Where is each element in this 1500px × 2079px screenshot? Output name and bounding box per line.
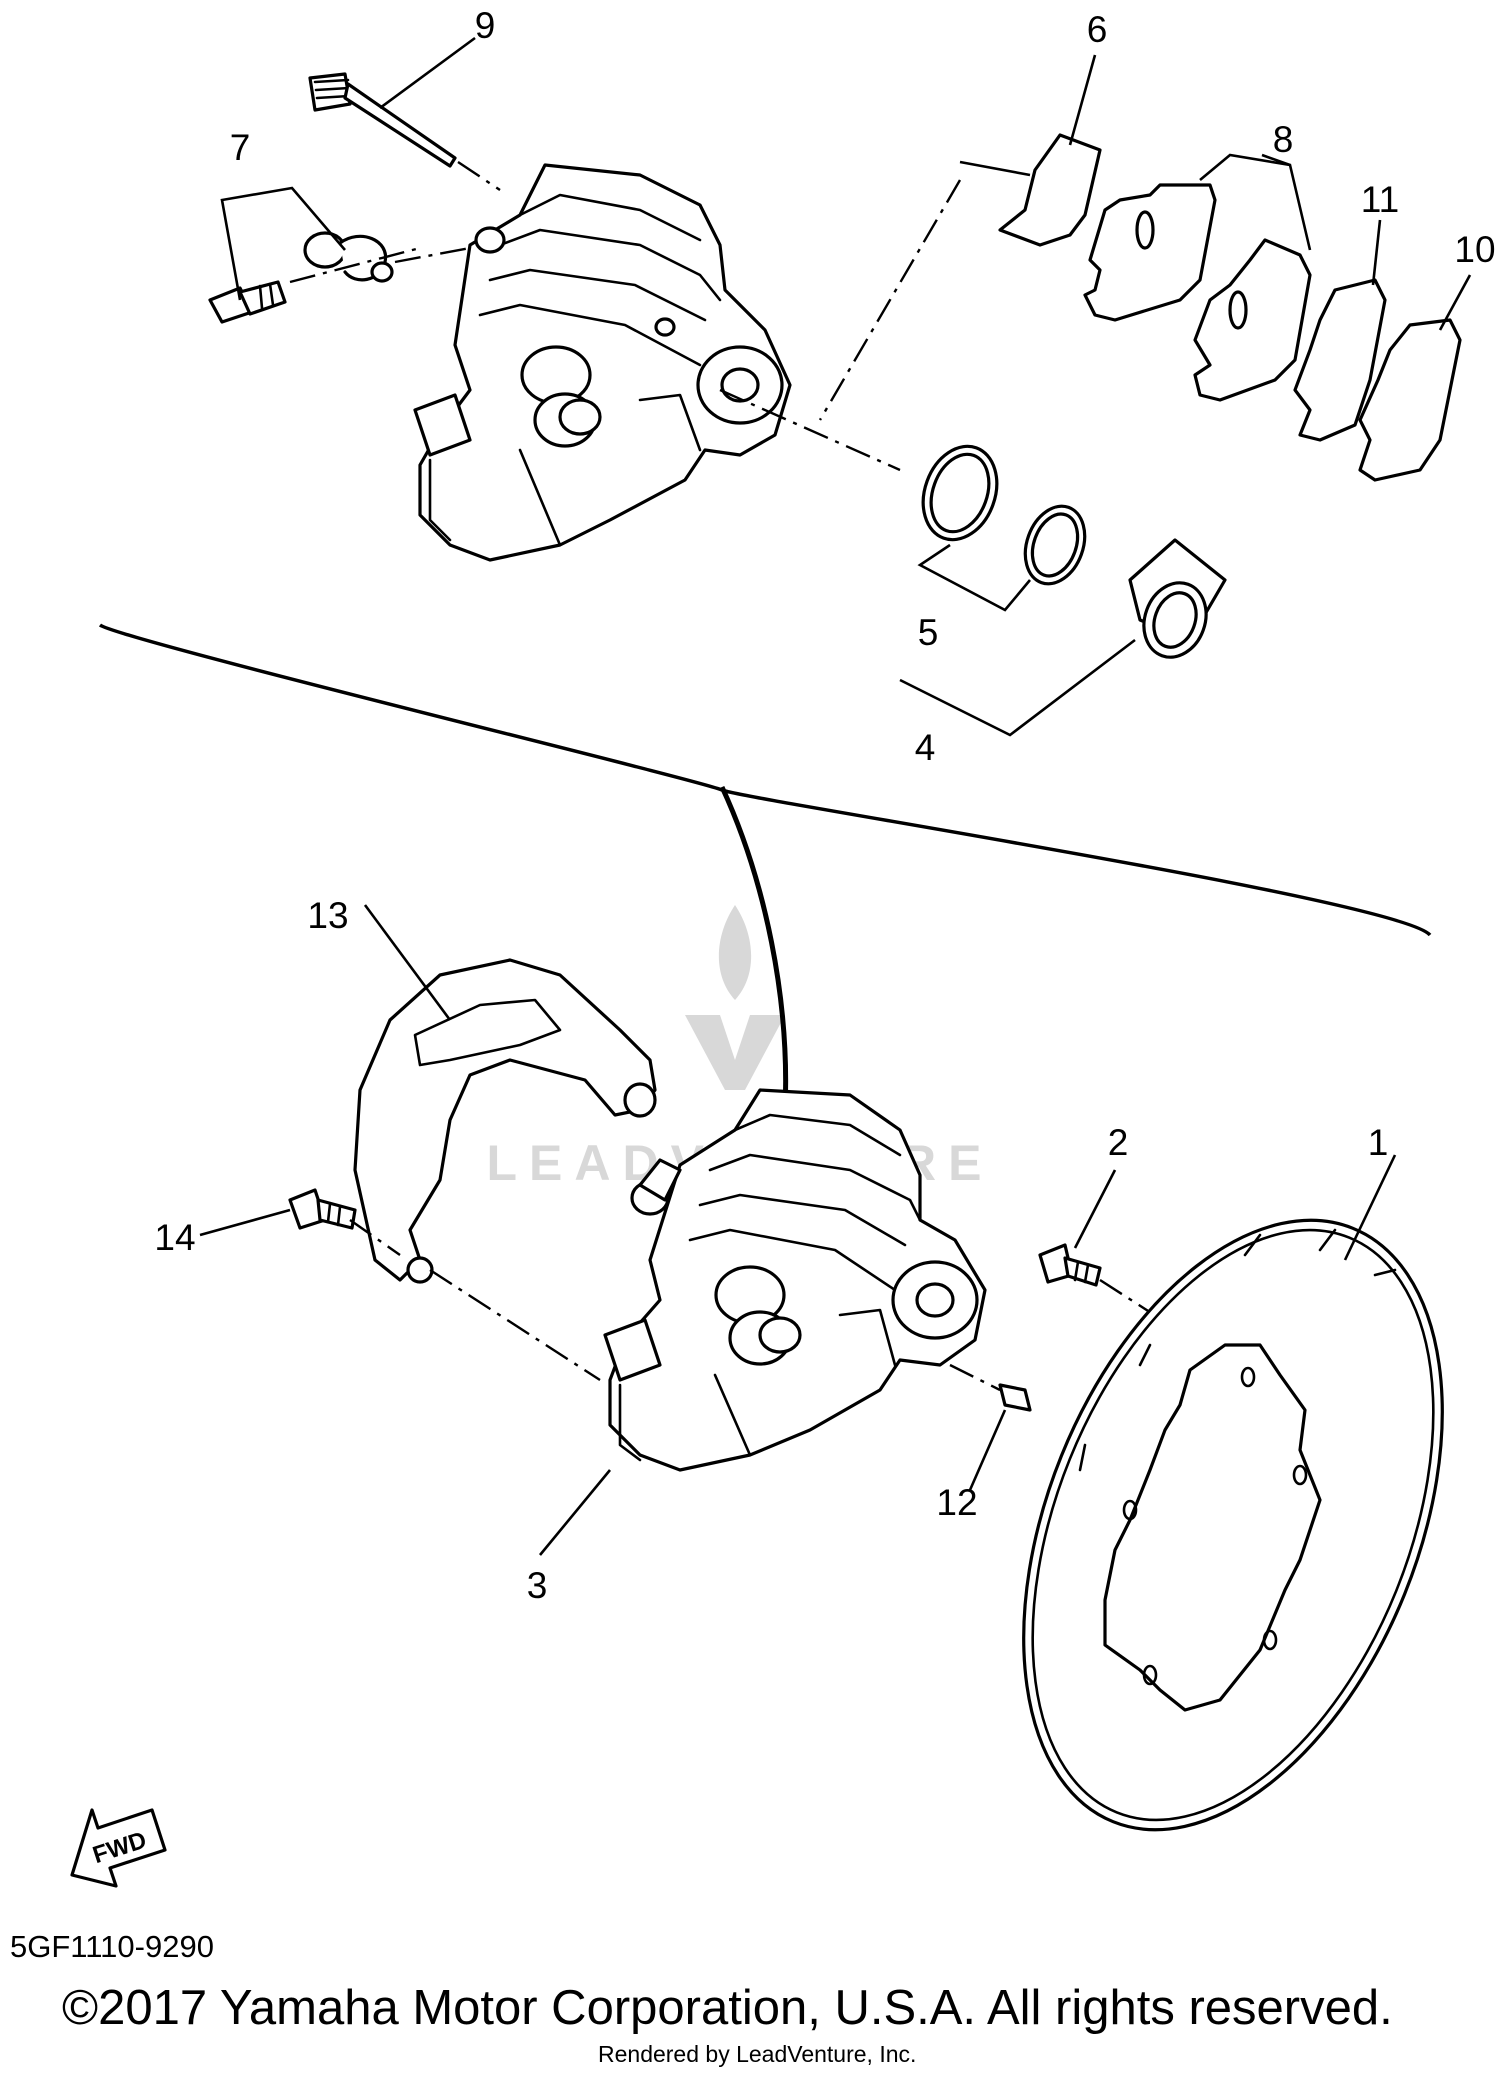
callout-2: 2 [1108,1122,1129,1163]
part-7-bleed-screw [208,186,471,324]
part-8-brake-pads [818,153,1312,421]
rendered-by-notice: Rendered by LeadVenture, Inc. [598,2041,917,2067]
top-caliper-body [413,163,792,562]
group-separator-bracket [98,623,1432,937]
part-5-seals [719,388,1087,612]
part-11-shim [1293,219,1387,442]
callout-10: 10 [1454,229,1495,270]
callout-5: 5 [918,612,939,653]
fwd-direction-arrow: FWD [70,1808,167,1888]
callout-14: 14 [154,1217,195,1258]
part-13-caliper-bracket [353,904,657,1382]
callout-9: 9 [475,5,496,46]
part-4-piston [899,538,1227,737]
callout-7: 7 [230,127,251,168]
part-10-shim-plate [1358,274,1472,482]
callout-13: 13 [307,895,348,936]
part-3-caliper-assembly [538,1088,987,1556]
part-9-pad-pin [308,36,501,191]
part-12-dowel-pin [949,1363,1032,1491]
copyright-notice: ©2017 Yamaha Motor Corporation, U.S.A. A… [62,1981,1393,2035]
part-6-pad-spring [998,54,1102,247]
part-14-bracket-bolt [199,1188,401,1256]
callout-3: 3 [527,1565,548,1606]
callout-4: 4 [915,727,936,768]
part-1-brake-disc [1022,1154,1444,1832]
callout-12: 12 [936,1482,977,1523]
callout-6: 6 [1087,9,1108,50]
callout-8: 8 [1273,119,1294,160]
callout-1: 1 [1368,1122,1389,1163]
callout-11: 11 [1361,179,1399,220]
callout-arrow [719,785,789,1111]
diagram-part-number: 5GF1110-9290 [10,1929,214,1964]
